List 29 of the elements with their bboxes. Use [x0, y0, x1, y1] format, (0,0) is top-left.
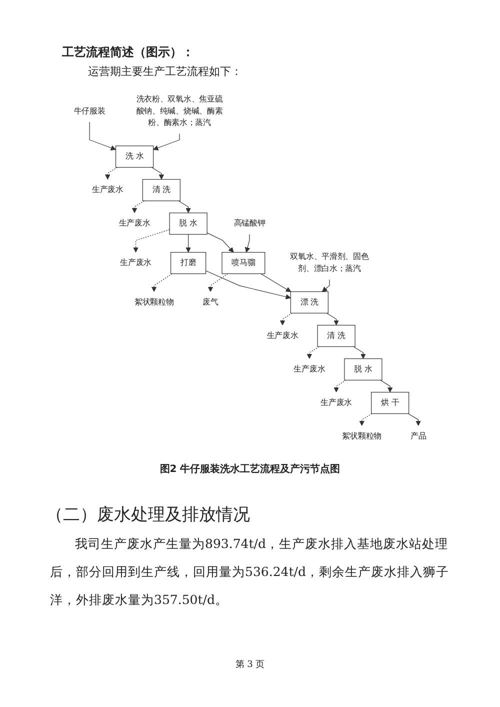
arrow: [206, 232, 234, 253]
arrow: [206, 270, 291, 300]
section-heading: （二）废水处理及排放情况: [46, 504, 250, 526]
arrow: [151, 273, 172, 292]
arrow: [208, 273, 228, 292]
body-paragraph: 我司生产废水产生量为893.74t/d，生产废水排入基地废水站处理后，部分回用到生产线，回用量为536.24t/d，剩余生产废水排入狮子洋，外排废水量为357.50t/d。: [50, 535, 450, 609]
arrow: [260, 273, 292, 292]
arrow: [133, 229, 170, 253]
intro-text: 运营期主要生产工艺流程如下：: [88, 64, 242, 79]
arrow: [334, 380, 346, 392]
arrow: [186, 234, 191, 253]
arrow: [153, 134, 180, 150]
arrow: [306, 346, 320, 359]
arrow: [380, 380, 393, 392]
arrow: [151, 167, 164, 180]
section-title: 工艺流程简述（图示）：: [62, 44, 194, 61]
arrow: [132, 200, 145, 214]
figure-caption: 图2 牛仔服装洗水工艺流程及产污节点图: [160, 464, 340, 475]
arrow: [359, 413, 372, 426]
arrow: [178, 200, 191, 214]
arrow: [326, 312, 339, 326]
arrow: [89, 122, 116, 150]
arrow: [104, 167, 118, 180]
arrow: [280, 312, 292, 326]
arrow: [408, 413, 421, 426]
arrow: [322, 279, 330, 292]
arrow: [353, 346, 366, 359]
page-number: 第 3 页: [235, 660, 265, 670]
arrow: [244, 234, 250, 253]
